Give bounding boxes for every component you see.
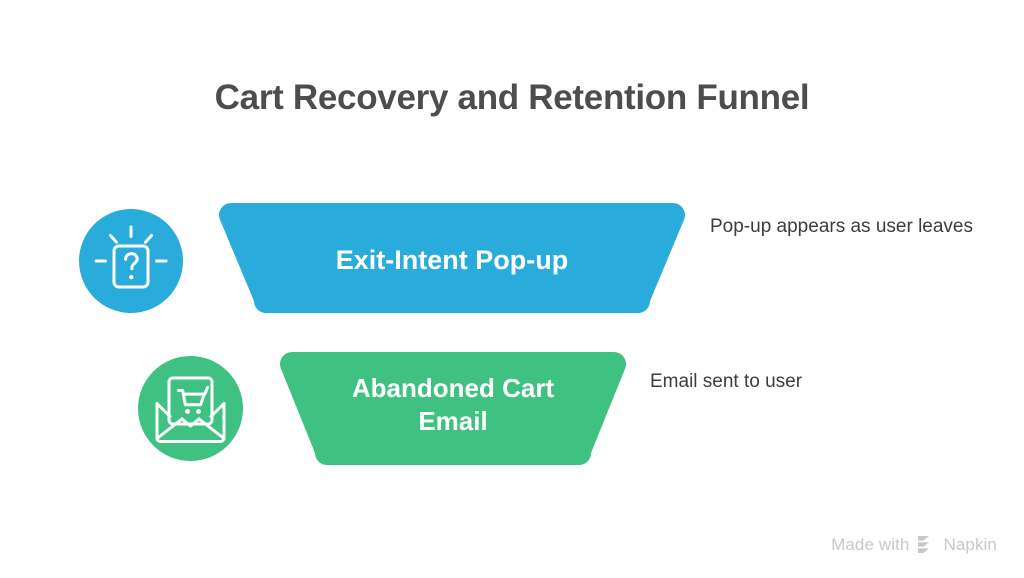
watermark-made-with-text: Made with [831,535,910,554]
funnel-stage-abandoned-cart[interactable] [279,351,627,465]
watermark-brand-text: Napkin [943,535,997,554]
funnel-stage-exit-intent[interactable] [219,203,685,313]
napkin-stripes-icon [916,536,936,554]
envelope-cart-icon [138,356,243,461]
napkin-watermark: Made with Napkin [831,535,997,555]
funnel-note-exit-intent: Pop-up appears as user leaves [710,216,973,237]
question-card-icon [79,209,183,313]
funnel-note-abandoned-cart: Email sent to user [650,371,803,392]
page-title: Cart Recovery and Retention Funnel [214,78,810,117]
